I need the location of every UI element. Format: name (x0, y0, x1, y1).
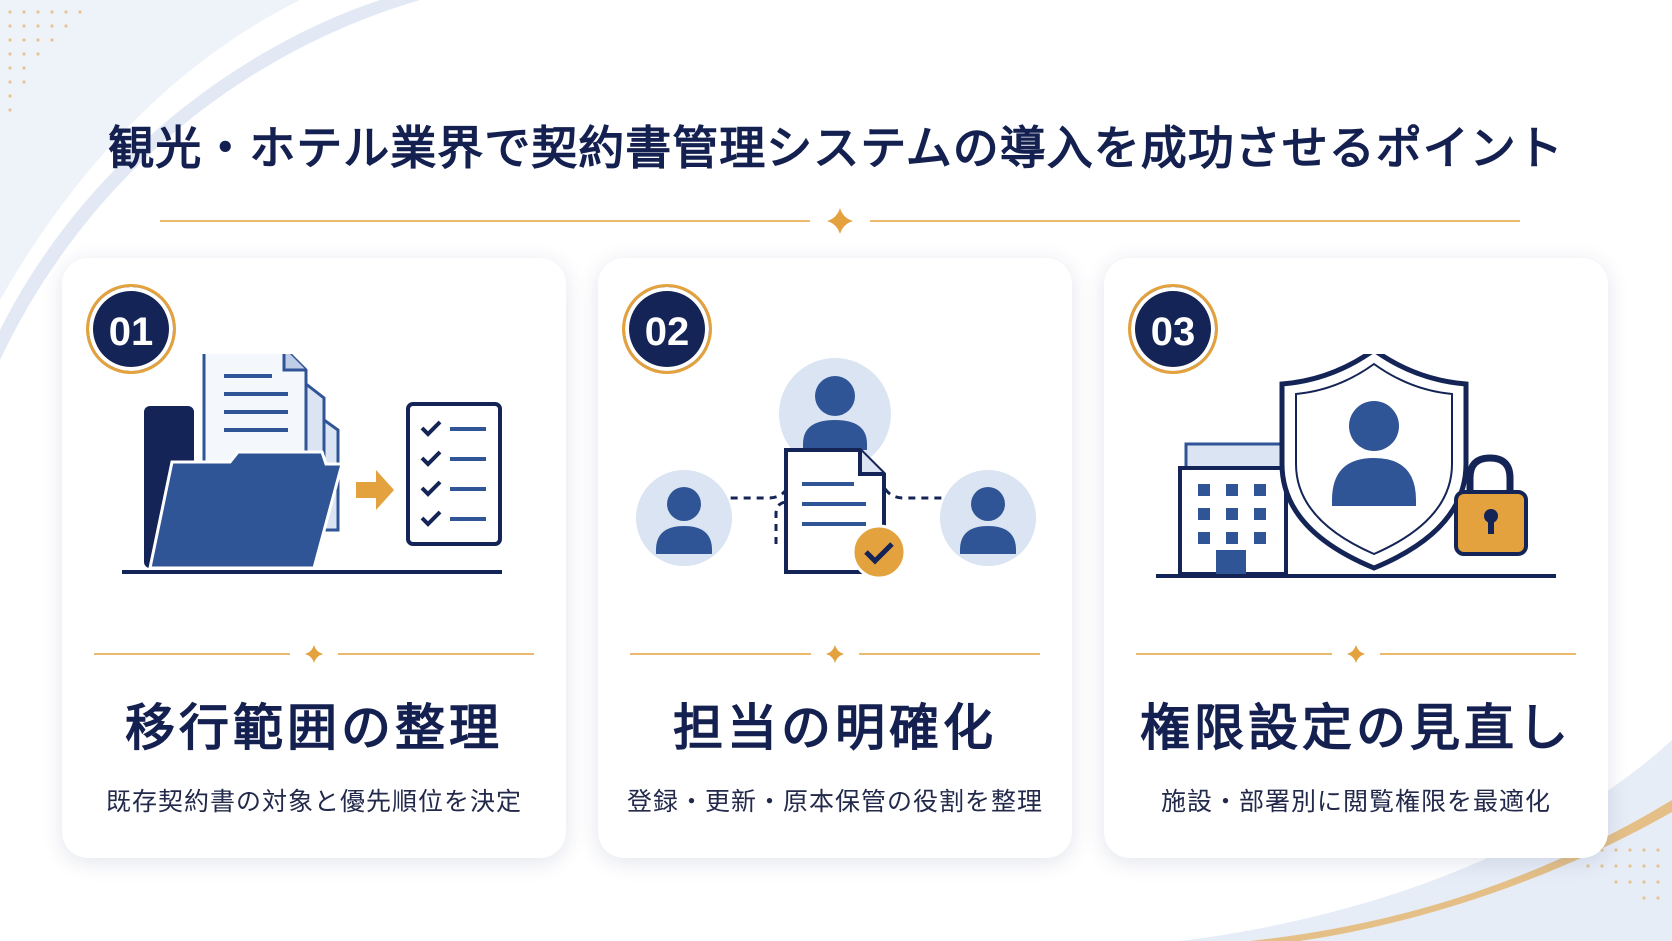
user-icon (636, 470, 732, 566)
folder-icon (144, 354, 344, 570)
user-icon (779, 358, 891, 470)
title-divider (160, 208, 1520, 234)
check-icon (851, 524, 907, 580)
step-number-badge: 01 (86, 284, 176, 374)
padlock-icon (1454, 454, 1528, 556)
step-number-badge: 02 (622, 284, 712, 374)
card-migration-scope: 01 (62, 258, 566, 858)
card-divider (630, 645, 1040, 663)
permission-illustration (1156, 354, 1556, 578)
card-divider (1136, 645, 1576, 663)
roles-illustration (636, 358, 1036, 580)
building-icon (1178, 442, 1288, 576)
checklist-icon (406, 402, 502, 546)
shield-user-icon (1279, 354, 1469, 571)
card-description: 既存契約書の対象と優先順位を決定 (105, 787, 522, 816)
card-role-clarification: 02 (598, 258, 1072, 858)
arrow-right-icon (356, 470, 394, 510)
card-heading: 担当の明確化 (673, 699, 997, 757)
migration-illustration (122, 354, 502, 574)
card-description: 登録・更新・原本保管の役割を整理 (626, 787, 1043, 816)
card-heading: 権限設定の見直し (1140, 699, 1572, 757)
card-description: 施設・部署別に閲覧権限を最適化 (1160, 787, 1551, 816)
page-title: 観光・ホテル業界で契約書管理システムの導入を成功させるポイント (108, 121, 1564, 175)
document-icon (784, 448, 886, 574)
sparkle-icon (827, 208, 853, 234)
step-number-badge: 03 (1128, 284, 1218, 374)
card-permission-review: 03 権限設定の見直し 施設・部署別に閲覧権限を最適化 (1104, 258, 1608, 858)
user-icon (940, 470, 1036, 566)
card-heading: 移行範囲の整理 (125, 699, 503, 757)
card-divider (94, 645, 534, 663)
